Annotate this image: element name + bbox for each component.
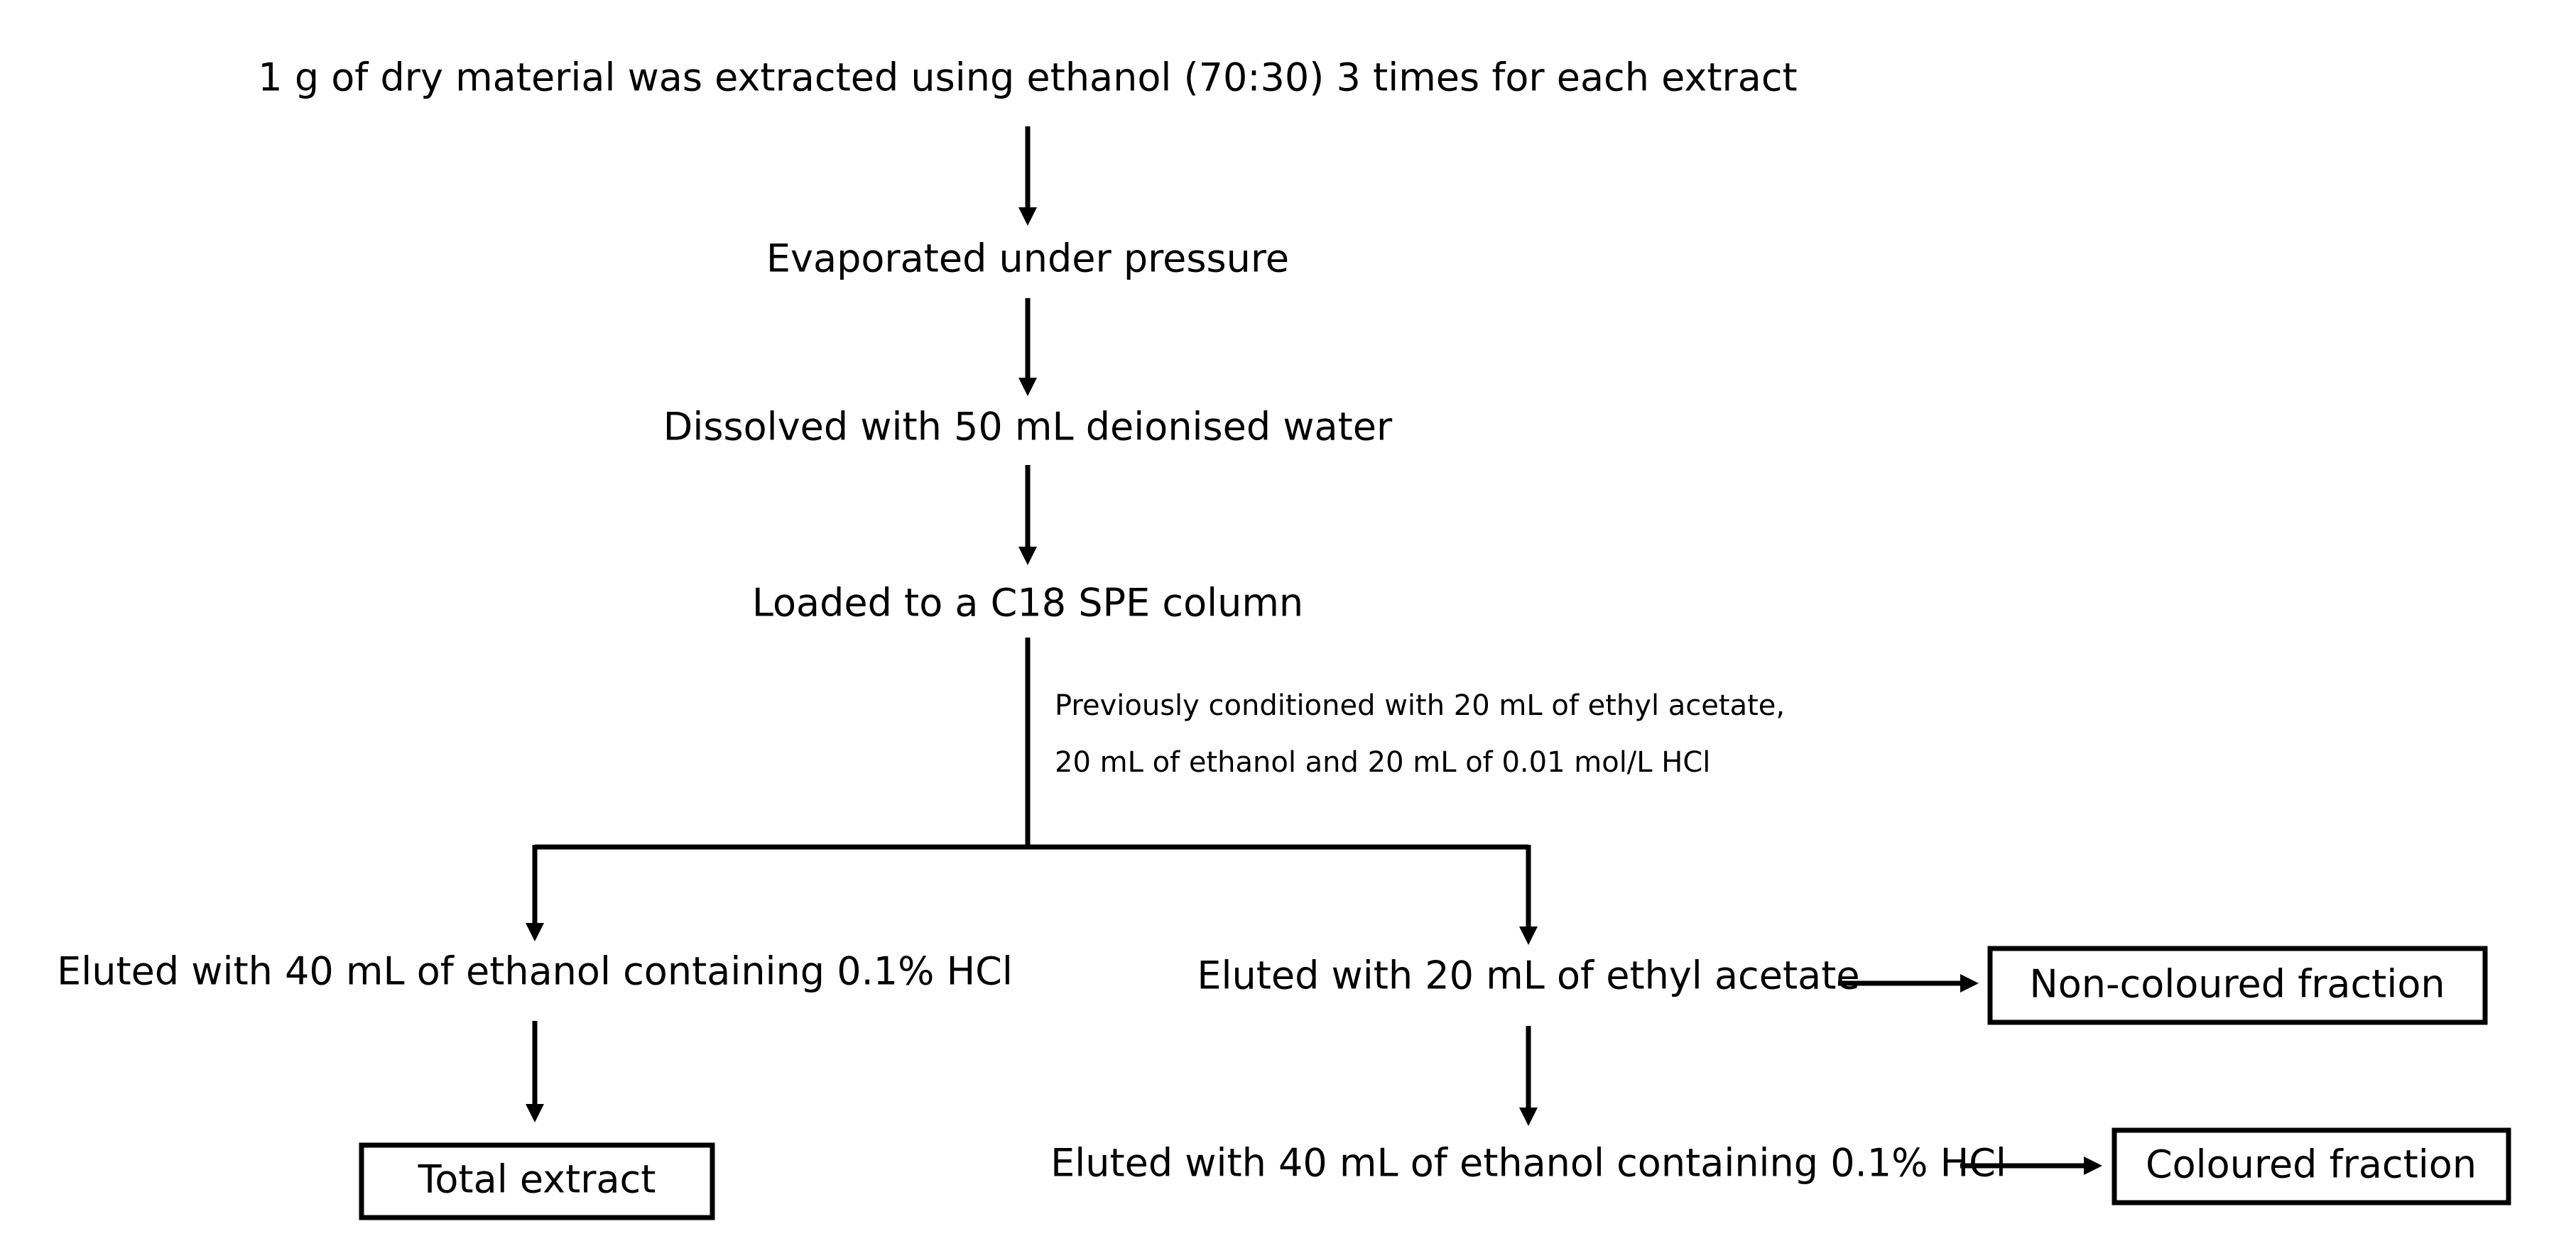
total-extract-box: Total extract — [359, 1142, 715, 1220]
arrow-ethanol-to-coloured — [1960, 1157, 2102, 1175]
right-elution-ethanol: Eluted with 40 mL of ethanol containing … — [1050, 1141, 2006, 1186]
conditioning-note-line-2: 20 mL of ethanol and 20 mL of 0.01 mol/L… — [1055, 746, 1710, 779]
non-coloured-fraction-box: Non-coloured fraction — [1987, 946, 2488, 1025]
coloured-fraction-label: Coloured fraction — [2146, 1142, 2477, 1187]
coloured-fraction-box: Coloured fraction — [2112, 1127, 2511, 1206]
conditioning-note-line-1: Previously conditioned with 20 mL of eth… — [1055, 689, 1785, 722]
arrow-left-elution-to-total — [526, 1021, 544, 1122]
total-extract-label: Total extract — [418, 1157, 656, 1202]
arrow-acetate-to-non-coloured — [1838, 974, 1979, 993]
right-elution-ethyl-acetate: Eluted with 20 mL of ethyl acetate — [1197, 953, 1859, 998]
step-dissolution: Dissolved with 50 mL deionised water — [663, 405, 1393, 449]
arrow-extraction-to-evaporation — [1018, 126, 1037, 226]
step-evaporation: Evaporated under pressure — [766, 236, 1289, 281]
non-coloured-fraction-label: Non-coloured fraction — [2029, 962, 2445, 1007]
step-loading: Loaded to a C18 SPE column — [752, 581, 1303, 625]
branch-split-connector — [526, 638, 1538, 945]
arrow-acetate-to-ethanol-elution — [1519, 1026, 1538, 1126]
arrow-dissolution-to-loading — [1018, 465, 1037, 565]
left-elution-ethanol: Eluted with 40 mL of ethanol containing … — [57, 949, 1013, 994]
step-extraction: 1 g of dry material was extracted using … — [258, 55, 1797, 100]
arrow-evaporation-to-dissolution — [1018, 298, 1037, 396]
